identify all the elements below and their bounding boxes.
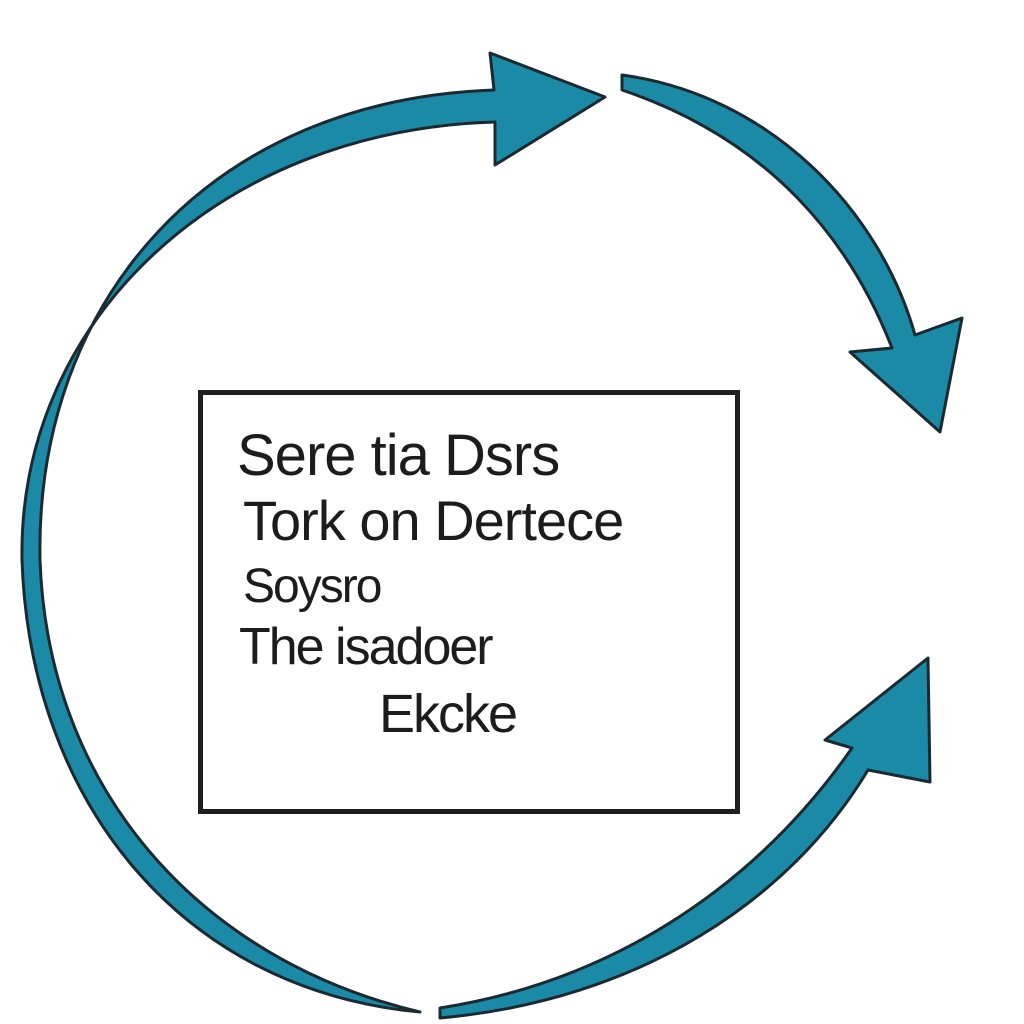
box-line-5: Ekcke [379, 684, 518, 744]
box-line-1: Sere tia Dsrs [237, 423, 560, 488]
box-line-4: The isadoer [239, 618, 494, 676]
box-line-3: Soysro [243, 560, 382, 613]
arrow-left-arc-icon [20, 51, 607, 1014]
arrow-right-down-icon [620, 73, 964, 434]
arrow-bottom-up-icon [438, 656, 932, 1020]
box-line-2: Tork on Dertece [243, 489, 624, 552]
text-box: Sere tia Dsrs Tork on Dertece Soysro The… [198, 390, 740, 814]
